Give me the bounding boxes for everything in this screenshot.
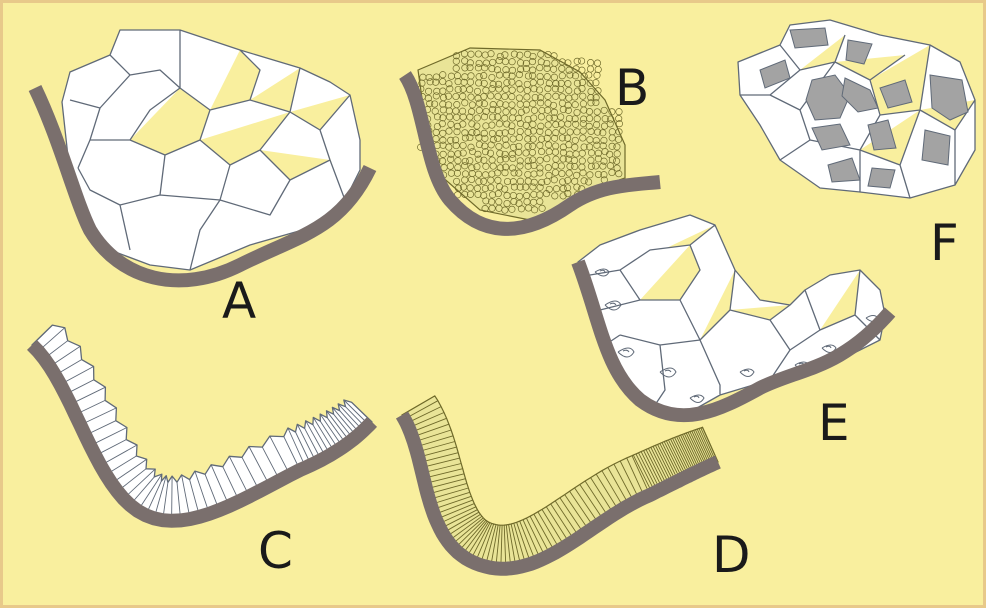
- label-b: B: [615, 59, 649, 117]
- label-d: D: [712, 526, 751, 584]
- vacuole: [922, 130, 950, 165]
- label-c: C: [258, 522, 293, 580]
- label-e: E: [818, 394, 850, 452]
- label-a: A: [222, 272, 256, 330]
- label-f: F: [930, 214, 959, 272]
- vacuole: [868, 168, 895, 188]
- vacuole: [790, 28, 828, 48]
